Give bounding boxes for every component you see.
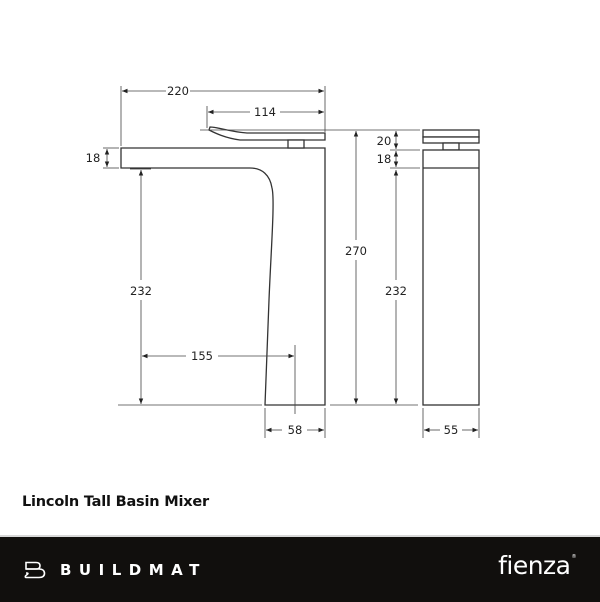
dim-spout-clearance-front: 232 bbox=[385, 284, 407, 298]
dim-spout-to-body: 155 bbox=[191, 349, 213, 363]
dim-spout-thickness: 18 bbox=[86, 151, 101, 165]
dim-body-width-side: 58 bbox=[288, 423, 303, 437]
dim-spout-clearance-side: 232 bbox=[130, 284, 152, 298]
registered-mark: ® bbox=[571, 554, 577, 560]
footer-bar: BUILDMAT fienza® bbox=[0, 535, 600, 602]
buildmat-wordmark: BUILDMAT bbox=[60, 561, 207, 579]
front-view bbox=[422, 129, 480, 406]
dim-overall-reach: 220 bbox=[167, 84, 189, 98]
buildmat-b-icon bbox=[24, 561, 46, 579]
buildmat-logo: BUILDMAT bbox=[24, 561, 207, 579]
dim-body-width-front: 55 bbox=[444, 423, 459, 437]
product-title: Lincoln Tall Basin Mixer bbox=[22, 494, 209, 510]
fienza-wordmark: fienza bbox=[498, 551, 571, 580]
dim-handle-height: 20 bbox=[377, 134, 392, 148]
dim-overall-height: 270 bbox=[345, 244, 367, 258]
fienza-logo: fienza® bbox=[498, 551, 576, 580]
dim-handle-length: 114 bbox=[254, 105, 276, 119]
technical-drawing: 220 114 18 232 155 58 270 20 18 232 55 bbox=[86, 84, 480, 438]
dim-spout-thickness-front: 18 bbox=[377, 152, 392, 166]
side-view bbox=[120, 126, 326, 406]
